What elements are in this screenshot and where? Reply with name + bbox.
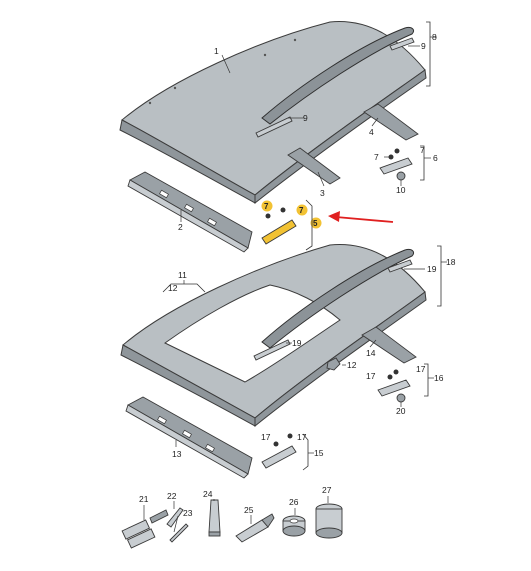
side-rail-trim-14 (361, 326, 417, 364)
callout-20: 20 (396, 406, 406, 416)
can-27 (315, 503, 343, 539)
callout-12a: 12 (168, 283, 178, 293)
highlight-dot-5 (310, 217, 322, 229)
callout-17d: 17 (297, 432, 307, 442)
callout-25: 25 (244, 505, 254, 515)
pointer-arrow (328, 211, 394, 223)
callout-18: 18 (446, 257, 456, 267)
side-rail-trim-3 (287, 147, 341, 185)
roof-rail-bottom (261, 249, 415, 349)
callout-23: 23 (183, 508, 193, 518)
callout-3: 3 (320, 188, 325, 198)
callout-27: 27 (322, 485, 332, 495)
screw-12 (326, 357, 341, 371)
callout-5: 5 (313, 219, 318, 228)
roof-rail-top (261, 27, 415, 125)
highlight-dot-7a (261, 200, 273, 212)
callout-10: 10 (396, 185, 406, 195)
rail-cover-top-left (255, 116, 293, 138)
callout-1: 1 (214, 46, 219, 56)
bracket-16 (377, 379, 411, 397)
callout-11: 11 (178, 270, 187, 280)
cross-member-front-bottom (125, 396, 253, 479)
grommet-10 (396, 171, 406, 181)
clip-7-top-b (394, 148, 400, 154)
callout-8: 8 (432, 32, 437, 42)
callout-labels: 1 2 3 4 5 6 7 7 7 7 8 9 9 10 11 12 12 13… (139, 32, 456, 518)
callout-7a: 7 (264, 202, 269, 211)
callout-9a: 9 (421, 41, 426, 51)
leader-lines (143, 45, 425, 533)
callout-15: 15 (314, 448, 324, 458)
callout-17a: 17 (366, 371, 376, 381)
callout-14: 14 (366, 348, 376, 358)
bracket-5-highlighted (261, 207, 297, 245)
callout-19a: 19 (427, 264, 437, 274)
clip-7-top-a (388, 154, 394, 160)
callout-2: 2 (178, 222, 183, 232)
callout-7b: 7 (299, 206, 304, 215)
callout-26: 26 (289, 497, 299, 507)
callout-19b: 19 (292, 338, 302, 348)
cartridge-gun-21 (121, 509, 169, 549)
bracket-6 (379, 157, 413, 175)
rail-cover-bottom-left (253, 339, 291, 361)
side-rail-trim-4 (363, 103, 419, 141)
nozzle-22 (166, 507, 184, 528)
bracket-15 (261, 433, 297, 469)
group-braces (162, 21, 447, 471)
callout-9b: 9 (303, 113, 308, 123)
callout-17b: 17 (416, 364, 426, 374)
highlight-dot-7b (296, 204, 308, 216)
clip-17-b (393, 369, 399, 375)
callout-24: 24 (203, 489, 213, 499)
callout-21: 21 (139, 494, 149, 504)
rail-cover-top-right (389, 37, 415, 51)
grommet-20 (396, 393, 406, 403)
callout-7d: 7 (420, 145, 425, 155)
tape-roll-26 (282, 515, 306, 537)
callout-6: 6 (433, 153, 438, 163)
callout-12b: 12 (347, 360, 357, 370)
callout-17c: 17 (261, 432, 271, 442)
callout-7c: 7 (374, 152, 379, 162)
rail-cover-bottom-right (387, 259, 413, 273)
applicator-23 (169, 523, 189, 543)
callout-16: 16 (434, 373, 444, 383)
cross-member-front-top (127, 171, 253, 253)
clip-17-a (387, 374, 393, 380)
sealant-tube-24 (208, 499, 221, 537)
adhesive-tube-25 (235, 513, 275, 543)
callout-13: 13 (172, 449, 182, 459)
callout-22: 22 (167, 491, 177, 501)
callout-4: 4 (369, 127, 374, 137)
